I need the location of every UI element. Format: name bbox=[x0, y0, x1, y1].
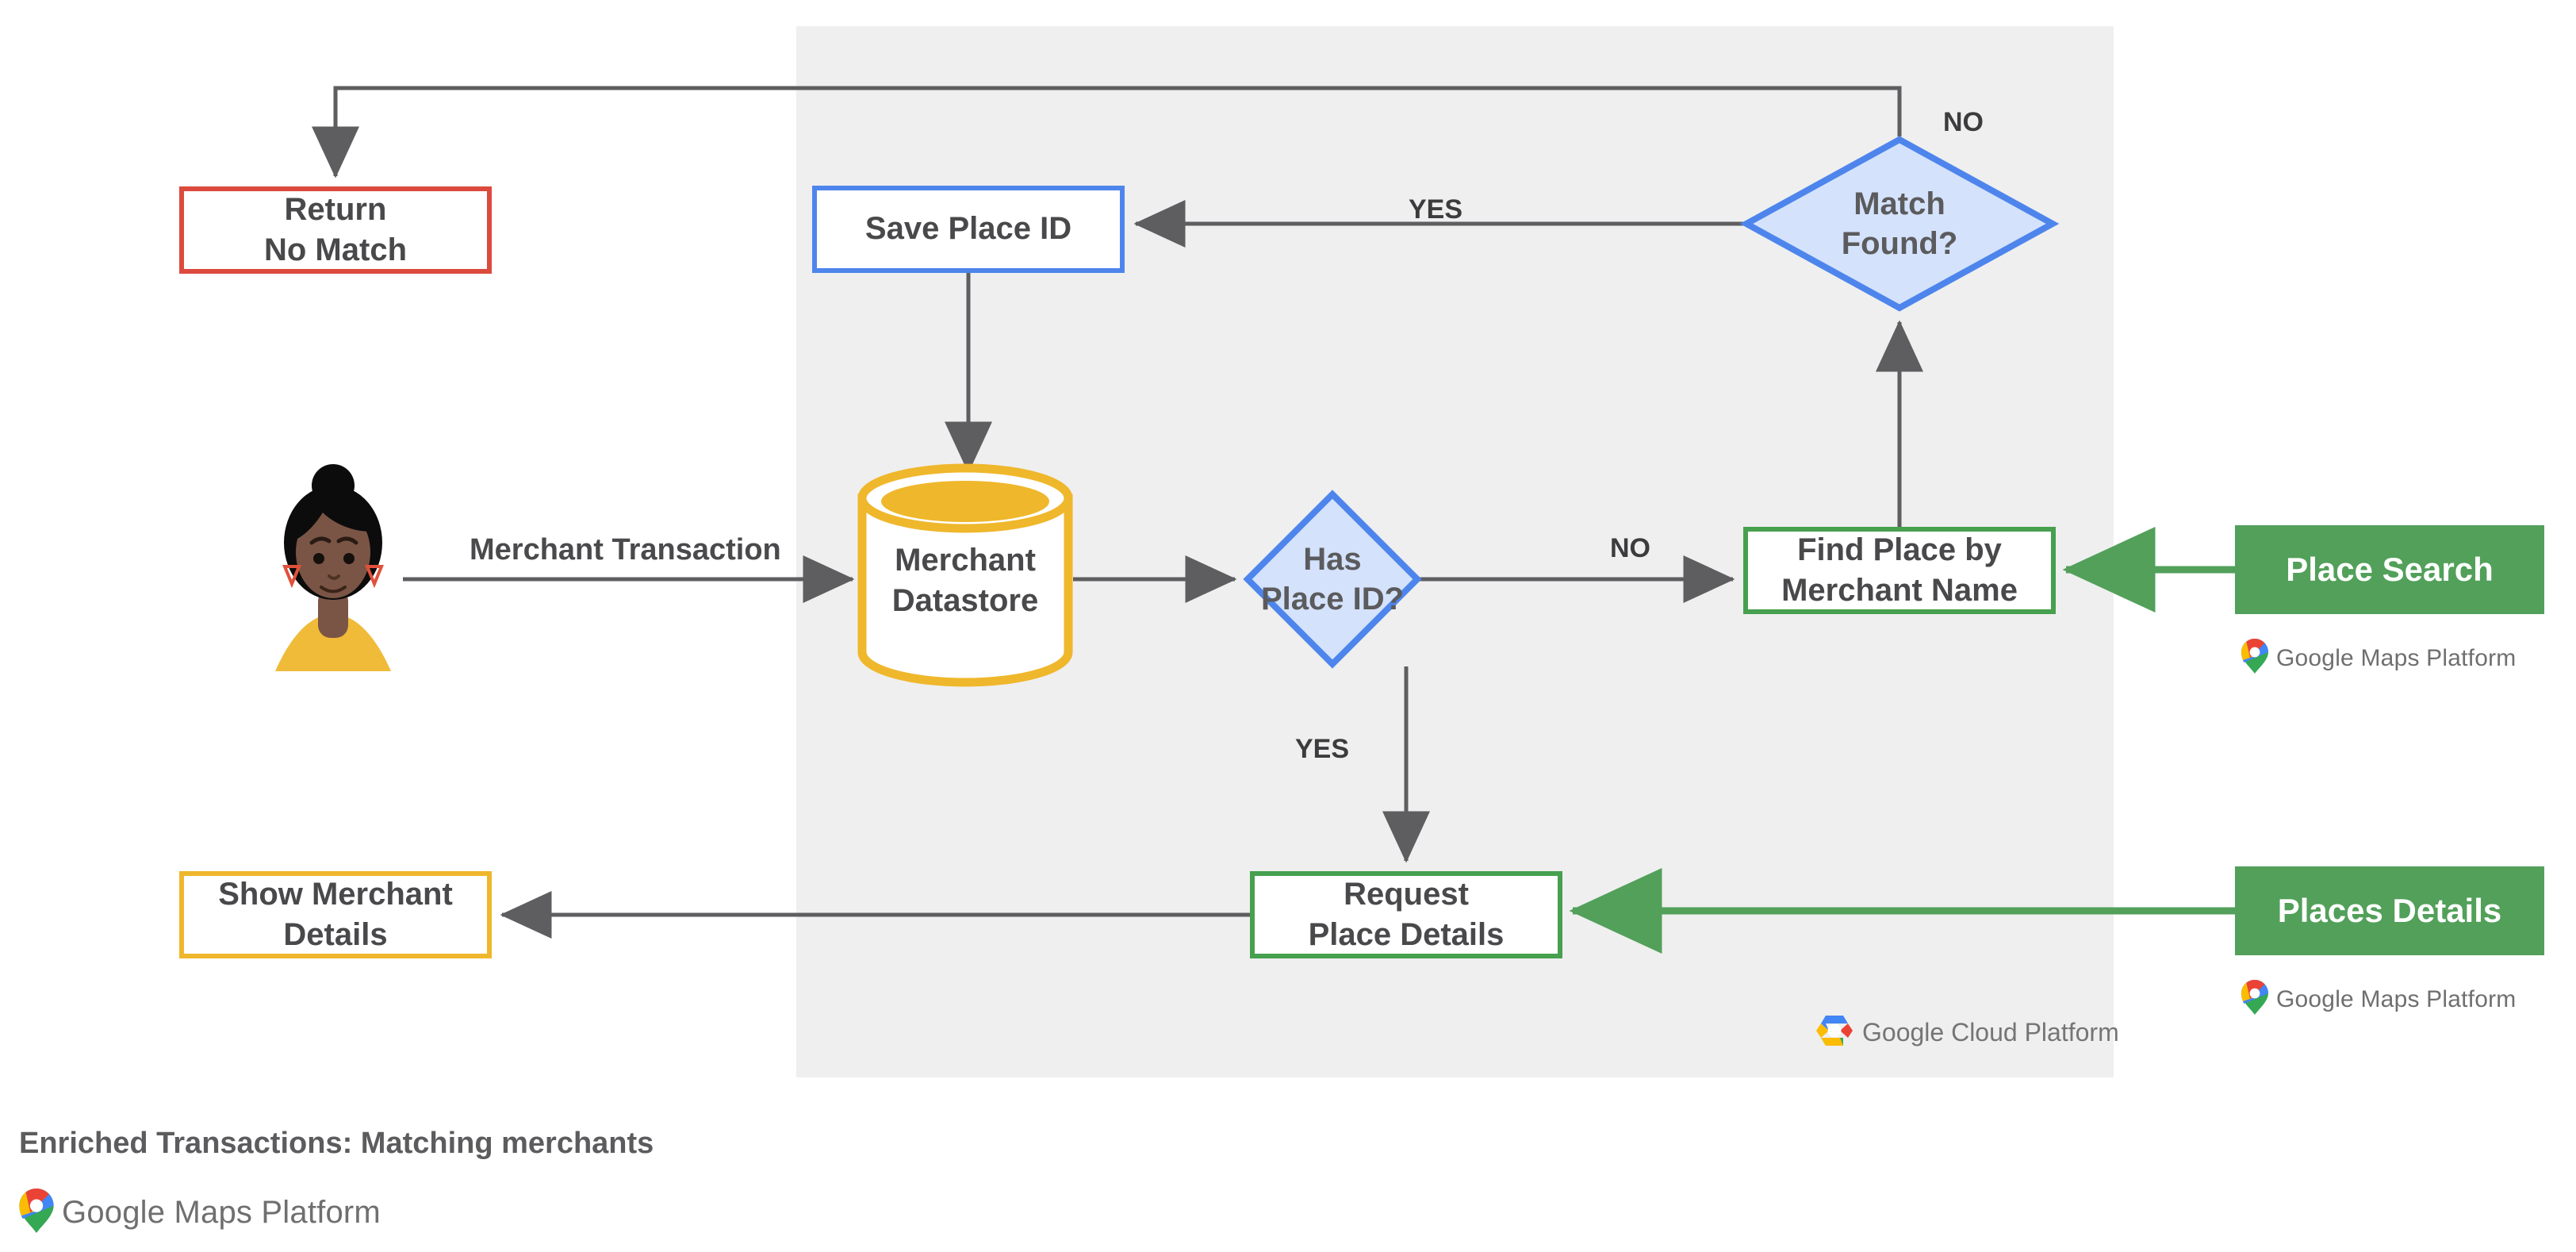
node-merchant-datastore[interactable]: Merchant Datastore bbox=[862, 533, 1068, 628]
show-merchant-details-line1: Show Merchant bbox=[218, 876, 453, 912]
google-maps-pin-icon bbox=[2241, 639, 2268, 678]
place-search-label: Place Search bbox=[2286, 551, 2494, 588]
request-place-details-line2: Place Details bbox=[1308, 917, 1505, 952]
google-maps-platform-logo-place-search: Google Maps Platform bbox=[2241, 639, 2516, 678]
google-maps-platform-wordmark: Google Maps Platform bbox=[62, 1195, 381, 1230]
google-maps-platform-wordmark: Google Maps Platform bbox=[2276, 644, 2517, 671]
edge-label-yes-match-to-save: YES bbox=[1409, 194, 1463, 225]
node-places-details-api[interactable]: Places Details bbox=[2235, 866, 2544, 955]
edge-label-no-match-to-return: NO bbox=[1943, 107, 1984, 137]
google-cloud-platform-logo: Google Cloud Platform bbox=[1816, 1014, 2119, 1051]
find-place-line2: Merchant Name bbox=[1781, 573, 2018, 608]
node-save-place-id[interactable]: Save Place ID bbox=[812, 186, 1125, 273]
node-match-found[interactable]: Match Found? bbox=[1743, 136, 2056, 311]
match-found-line2: Found? bbox=[1841, 226, 1958, 261]
google-cloud-platform-wordmark: Google Cloud Platform bbox=[1862, 1018, 2119, 1047]
places-details-label: Places Details bbox=[2277, 892, 2502, 929]
has-place-id-diamond-shape bbox=[1243, 490, 1422, 669]
return-no-match-line1: Return bbox=[284, 191, 387, 227]
find-place-line1: Find Place by bbox=[1797, 532, 2002, 567]
show-merchant-details-line2: Details bbox=[283, 917, 388, 952]
google-maps-platform-logo-footer: Google Maps Platform bbox=[19, 1189, 381, 1237]
edge-label-yes-has-to-request: YES bbox=[1295, 734, 1350, 764]
edge-label-no-has-to-find: NO bbox=[1610, 533, 1650, 563]
match-found-diamond-shape bbox=[1739, 136, 2060, 312]
return-no-match-line2: No Match bbox=[264, 232, 407, 267]
node-return-no-match[interactable]: Return No Match bbox=[179, 186, 492, 274]
google-maps-pin-icon bbox=[2241, 980, 2268, 1019]
google-cloud-hexagon-icon bbox=[1816, 1014, 1853, 1051]
edge-label-merchant-transaction: Merchant Transaction bbox=[470, 533, 781, 566]
match-found-line1: Match bbox=[1853, 186, 1945, 221]
merchant-datastore-line1: Merchant bbox=[895, 542, 1036, 578]
google-maps-platform-logo-places-details: Google Maps Platform bbox=[2241, 980, 2516, 1019]
node-place-search-api[interactable]: Place Search bbox=[2235, 525, 2544, 614]
request-place-details-line1: Request bbox=[1344, 876, 1469, 912]
has-place-id-line2: Place ID? bbox=[1260, 582, 1405, 616]
merchant-customer-avatar bbox=[266, 463, 401, 678]
google-maps-pin-icon bbox=[19, 1189, 54, 1237]
node-find-place-by-merchant-name[interactable]: Find Place by Merchant Name bbox=[1743, 527, 2056, 614]
diagram-title: Enriched Transactions: Matching merchant… bbox=[19, 1127, 654, 1160]
node-show-merchant-details[interactable]: Show Merchant Details bbox=[179, 871, 492, 958]
merchant-datastore-shape bbox=[857, 463, 1073, 687]
node-has-place-id[interactable]: Has Place ID? bbox=[1245, 492, 1420, 666]
has-place-id-line1: Has bbox=[1303, 542, 1362, 577]
node-request-place-details[interactable]: Request Place Details bbox=[1250, 871, 1562, 958]
edge-match-no-to-return bbox=[312, 86, 1902, 179]
merchant-datastore-line2: Datastore bbox=[891, 583, 1039, 618]
google-maps-platform-wordmark: Google Maps Platform bbox=[2276, 985, 2517, 1012]
save-place-id-label: Save Place ID bbox=[864, 211, 1072, 247]
